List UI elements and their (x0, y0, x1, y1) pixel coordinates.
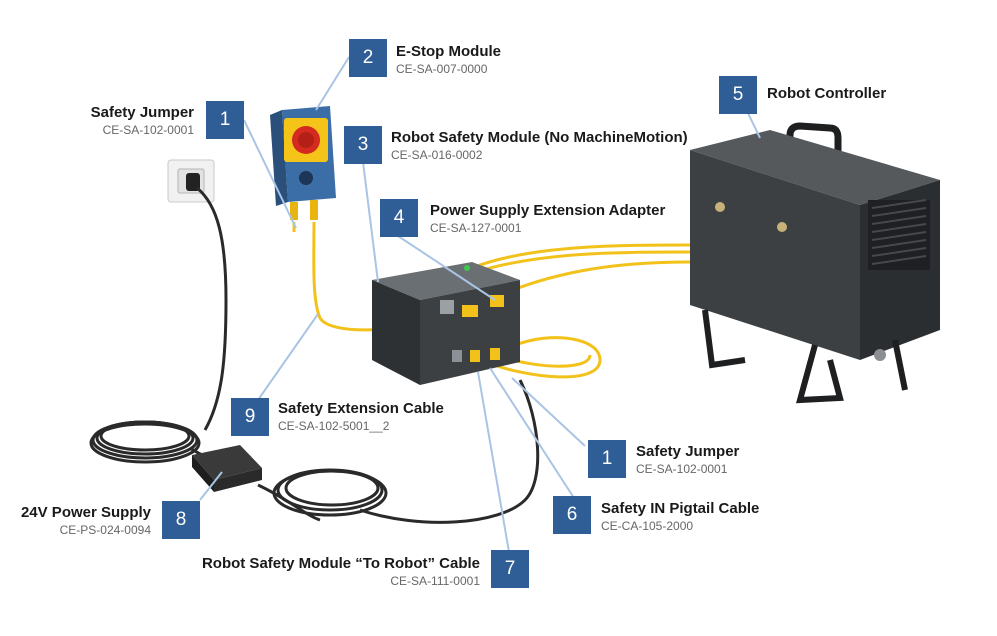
badge-estop-module: 2 (349, 39, 387, 77)
estop-module-part: CE-SA-007-0000 (396, 62, 488, 76)
power-supply-extension-adapter-part: CE-SA-127-0001 (430, 221, 522, 235)
safety-in-pigtail-cable-title: Safety IN Pigtail Cable (601, 500, 760, 517)
badge-safety-jumper-top: 1 (206, 101, 244, 139)
power-cable (89, 186, 540, 524)
badge-safety-extension-cable: 9 (231, 398, 269, 436)
badge-robot-safety-module: 3 (344, 126, 382, 164)
robot-safety-module (372, 262, 520, 385)
safety-extension-cable-part: CE-SA-102-5001__2 (278, 419, 390, 433)
safety-jumper-right-part: CE-SA-102-0001 (636, 462, 728, 476)
leader-lines (199, 56, 761, 553)
power-supply-part: CE-PS-024-0094 (59, 523, 151, 537)
safety-in-pigtail-cable-part: CE-CA-105-2000 (601, 519, 694, 533)
label-safety-jumper-right: Safety Jumper CE-SA-102-0001 (636, 444, 739, 475)
label-power-supply-extension-adapter: Power Supply Extension Adapter CE-SA-127… (430, 203, 665, 234)
safety-jumper-top-part: CE-SA-102-0001 (102, 123, 194, 137)
to-robot-cable-title: Robot Safety Module “To Robot” Cable (201, 555, 480, 572)
badge-robot-controller: 5 (719, 76, 757, 114)
power-brick (192, 445, 262, 492)
robot-safety-module-title: Robot Safety Module (No MachineMotion) (391, 129, 688, 146)
safety-jumper-top-title: Safety Jumper (90, 104, 194, 121)
label-24v-power-supply: 24V Power Supply CE-PS-024-0094 (21, 505, 151, 536)
badge-safety-jumper-right: 1 (588, 440, 626, 478)
badge-power-supply-extension-adapter: 4 (380, 199, 418, 237)
yellow-cables (292, 221, 691, 379)
safety-jumper-right-title: Safety Jumper (636, 443, 740, 460)
label-safety-in-pigtail-cable: Safety IN Pigtail Cable CE-CA-105-2000 (601, 501, 759, 532)
label-to-robot-cable: Robot Safety Module “To Robot” Cable CE-… (202, 556, 480, 587)
label-robot-controller: Robot Controller (767, 86, 886, 101)
to-robot-cable-part: CE-SA-111-0001 (390, 574, 480, 588)
badge-24v-power-supply: 8 (162, 501, 200, 539)
estop-module-title: E-Stop Module (396, 43, 501, 60)
safety-extension-cable-title: Safety Extension Cable (278, 400, 444, 417)
power-supply-title: 24V Power Supply (20, 504, 151, 521)
badge-to-robot-cable: 7 (491, 550, 529, 588)
wall-outlet (167, 159, 215, 203)
label-safety-jumper-top: Safety Jumper CE-SA-102-0001 (91, 105, 194, 136)
badge-safety-in-pigtail-cable: 6 (553, 496, 591, 534)
robot-controller-title: Robot Controller (767, 85, 887, 102)
label-safety-extension-cable: Safety Extension Cable CE-SA-102-5001__2 (278, 401, 444, 432)
label-estop-module: E-Stop Module CE-SA-007-0000 (396, 44, 501, 75)
robot-controller (690, 122, 940, 404)
robot-safety-module-part: CE-SA-016-0002 (391, 148, 483, 162)
power-supply-extension-adapter-title: Power Supply Extension Adapter (430, 202, 666, 219)
label-robot-safety-module: Robot Safety Module (No MachineMotion) C… (391, 130, 688, 161)
estop-module (270, 106, 336, 220)
